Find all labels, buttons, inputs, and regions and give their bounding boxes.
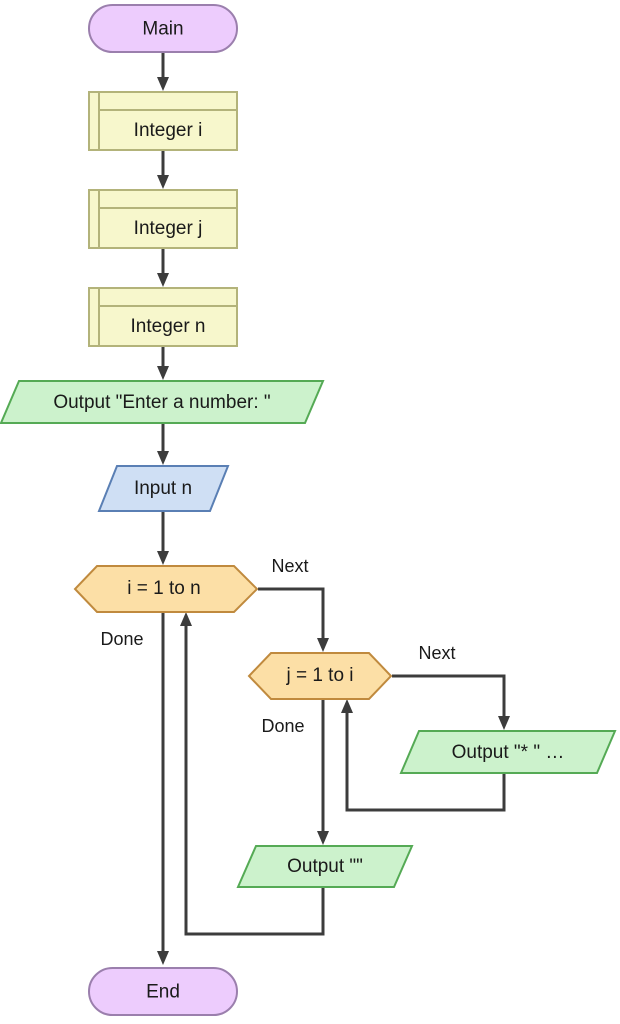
input-n-shape[interactable]	[97, 465, 230, 512]
prompt-shape[interactable]	[0, 380, 325, 424]
edge-decl-n-to-prompt	[157, 347, 169, 380]
edge-decl-i-to-decl-j	[157, 151, 169, 189]
edge-prompt-to-input	[157, 424, 169, 465]
edge-decl-j-to-decl-n	[157, 249, 169, 287]
print-star-label: Output "* " …	[452, 742, 565, 763]
edge-print-star-loopback	[341, 699, 506, 812]
node-start[interactable]: Main	[88, 4, 238, 53]
edge-label-inner-next: Next	[418, 643, 455, 663]
edge-label-inner-done: Done	[261, 716, 304, 736]
start-label: Main	[142, 19, 183, 40]
edge-input-to-loop-outer	[157, 512, 169, 565]
edge-loop-outer-next	[258, 587, 329, 652]
node-print-newline[interactable]: Output ""	[236, 845, 414, 888]
edge-label-outer-done: Done	[100, 629, 143, 649]
node-input-n[interactable]: Input n	[97, 465, 230, 512]
print-newline-shape[interactable]	[236, 845, 414, 888]
loop-inner-label: j = 1 to i	[285, 665, 353, 686]
end-shape[interactable]	[88, 967, 238, 1016]
input-n-label: Input n	[134, 478, 192, 499]
decl-j-shape[interactable]	[88, 189, 238, 249]
print-star-shape[interactable]	[399, 730, 617, 774]
edge-start-to-decl-i	[157, 52, 169, 91]
decl-n-label: Integer n	[131, 316, 206, 337]
node-loop-inner[interactable]: j = 1 to i	[247, 652, 393, 700]
node-loop-outer[interactable]: i = 1 to n	[73, 565, 259, 613]
loop-outer-label: i = 1 to n	[127, 578, 200, 599]
edge-loop-inner-next	[392, 674, 510, 730]
node-end[interactable]: End	[88, 967, 238, 1016]
node-prompt[interactable]: Output "Enter a number: "	[0, 380, 325, 424]
node-decl-i[interactable]: Integer i	[88, 91, 238, 151]
edge-label-outer-next: Next	[271, 556, 308, 576]
loop-inner-shape[interactable]	[247, 652, 393, 700]
print-newline-label: Output ""	[287, 856, 363, 877]
node-decl-j[interactable]: Integer j	[88, 189, 238, 249]
decl-i-label: Integer i	[134, 120, 203, 141]
decl-n-shape[interactable]	[88, 287, 238, 347]
node-print-star[interactable]: Output "* " …	[399, 730, 617, 774]
loop-outer-shape[interactable]	[73, 565, 259, 613]
decl-j-label: Integer j	[134, 218, 203, 239]
edge-loop-outer-done	[157, 613, 169, 965]
node-decl-n[interactable]: Integer n	[88, 287, 238, 347]
prompt-label: Output "Enter a number: "	[53, 392, 270, 413]
edge-loop-inner-done	[317, 700, 329, 845]
decl-i-shape[interactable]	[88, 91, 238, 151]
start-shape[interactable]	[88, 4, 238, 53]
end-label: End	[146, 982, 180, 1003]
edge-print-newline-loopback	[180, 612, 325, 936]
